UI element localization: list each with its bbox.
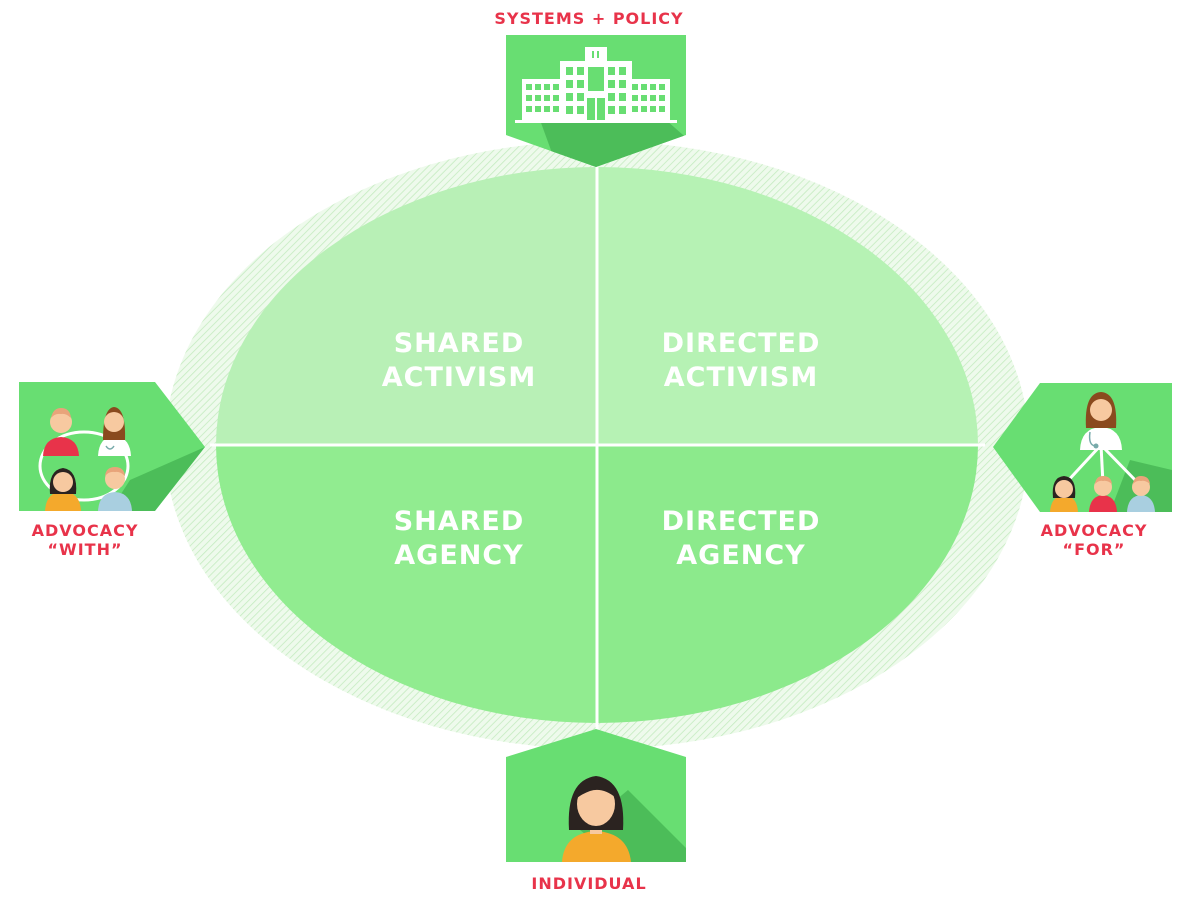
badge-bottom [506, 729, 686, 862]
badge-left [19, 382, 205, 511]
group-with-doctor-icon [38, 407, 132, 511]
quadrant-top-left-line1: SHARED [394, 328, 525, 359]
quadrant-bottom-left-line2: AGENCY [394, 540, 523, 571]
label-right-line1: ADVOCACY [1040, 521, 1148, 540]
hospital-building-icon [515, 47, 677, 123]
quadrant-top-right-line2: ACTIVISM [664, 362, 818, 393]
badge-right [993, 383, 1172, 512]
quadrant-top-right-line1: DIRECTED [662, 328, 821, 359]
quadrant-bottom-right-line2: AGENCY [676, 540, 805, 571]
label-left-line2: “WITH” [47, 540, 123, 559]
label-advocacy-with: ADVOCACY “WITH” [0, 521, 170, 559]
label-individual: INDIVIDUAL [0, 874, 1178, 893]
quadrant-top-left-line2: ACTIVISM [382, 362, 536, 393]
label-bottom-text: INDIVIDUAL [531, 874, 647, 893]
label-top-text: SYSTEMS + POLICY [494, 9, 684, 28]
person-icon [562, 776, 631, 862]
quadrant-bottom-right-line1: DIRECTED [662, 506, 821, 537]
label-right-line2: “FOR” [1062, 540, 1126, 559]
doctor-for-patients-icon [1050, 392, 1155, 512]
label-advocacy-for: ADVOCACY “FOR” [1010, 521, 1178, 559]
quadrant-bottom-left-line1: SHARED [394, 506, 525, 537]
badge-top [506, 35, 686, 167]
label-systems-policy: SYSTEMS + POLICY [0, 9, 1178, 28]
label-left-line1: ADVOCACY [31, 521, 139, 540]
